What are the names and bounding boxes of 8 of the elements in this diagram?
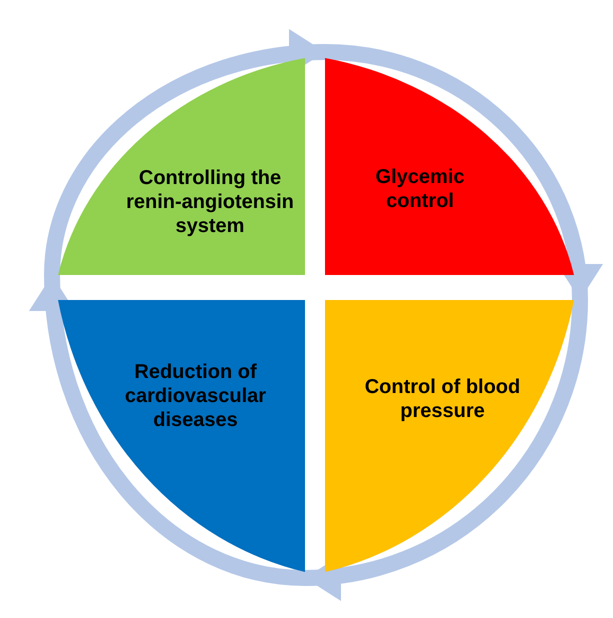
segment-label: Reduction of cardiovascular diseases — [124, 360, 268, 432]
segment-label: Glycemic control — [374, 165, 466, 213]
curved-arrow — [44, 30, 326, 276]
segment-label: Control of blood pressure — [364, 375, 522, 423]
curved-arrow — [30, 274, 306, 586]
curved-arrow — [304, 300, 588, 599]
curved-arrow — [324, 44, 601, 300]
segment-label: Controlling the renin-angiotensin system — [125, 166, 295, 238]
